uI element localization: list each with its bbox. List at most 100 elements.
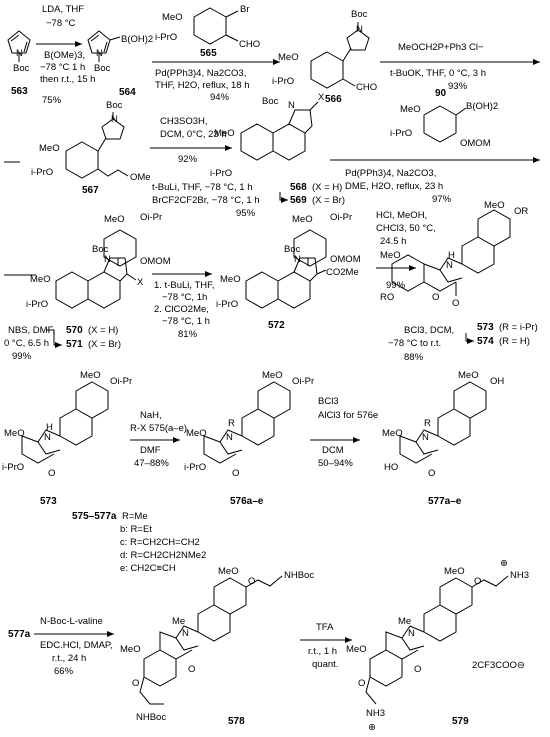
conditions-step-9: HCl, MeOH, CHCl3, 50 °C, 24.5 h 99% <box>376 210 436 291</box>
svg-text:−78 °C to r.t.: −78 °C to r.t. <box>388 338 441 349</box>
svg-text:N: N <box>356 24 363 35</box>
svg-text:i-PrO: i-PrO <box>2 462 24 473</box>
svg-text:97%: 97% <box>432 194 452 205</box>
svg-text:−78 °C 1 h: −78 °C 1 h <box>40 62 85 73</box>
svg-text:(X = Br): (X = Br) <box>88 339 121 350</box>
svg-text:Boc: Boc <box>262 96 279 107</box>
svg-text:MeO: MeO <box>4 428 25 439</box>
svg-text:⊕: ⊕ <box>500 558 508 569</box>
svg-text:2. ClCO2Me,: 2. ClCO2Me, <box>154 304 209 315</box>
svg-text:TFA: TFA <box>316 622 334 633</box>
svg-text:Boc: Boc <box>94 63 111 74</box>
svg-text:i-PrO: i-PrO <box>184 462 206 473</box>
svg-text:MeO: MeO <box>162 12 183 23</box>
svg-text:(X = H): (X = H) <box>88 325 118 336</box>
svg-text:OMOM: OMOM <box>460 138 491 149</box>
conditions-step-10: BCl3, DCM, −78 °C to r.t. 88% <box>388 325 454 363</box>
svg-text:BrCF2CF2Br, −78 °C, 1 h: BrCF2CF2Br, −78 °C, 1 h <box>152 195 260 206</box>
svg-text:c: R=CH2CH=CH2: c: R=CH2CH=CH2 <box>120 537 200 548</box>
svg-text:NBS, DMF,: NBS, DMF, <box>8 325 55 336</box>
svg-text:NHBoc: NHBoc <box>136 712 166 723</box>
svg-text:(R = H): (R = H) <box>499 336 530 347</box>
svg-text:Boc: Boc <box>106 100 123 111</box>
svg-text:MeO: MeO <box>80 370 101 381</box>
compound-573-structure: H N MeO OR MeO RO O O <box>380 200 528 309</box>
svg-text:i-PrO: i-PrO <box>272 76 294 87</box>
conditions-step-13: N-Boc-L-valine EDC.HCl, DMAP, r.t., 24 h… <box>40 616 113 677</box>
svg-text:MeO: MeO <box>458 370 479 381</box>
svg-text:N: N <box>422 432 429 443</box>
svg-text:OR: OR <box>514 206 528 217</box>
conditions-step-6: Pd(PPh3)4, Na2CO3, DME, H2O, reflux, 23 … <box>345 168 452 205</box>
svg-text:(X = H): (X = H) <box>312 182 342 193</box>
svg-text:92%: 92% <box>178 154 198 165</box>
svg-text:Br: Br <box>240 4 250 15</box>
svg-text:i-PrO: i-PrO <box>31 167 53 178</box>
svg-text:Oi-Pr: Oi-Pr <box>292 376 314 387</box>
svg-text:THF, H2O, reflux, 18 h: THF, H2O, reflux, 18 h <box>155 80 250 91</box>
compound-576: 576a–e <box>230 496 264 507</box>
svg-text:CHCl3, 50 °C,: CHCl3, 50 °C, <box>376 223 436 234</box>
svg-text:Oi-Pr: Oi-Pr <box>330 212 352 223</box>
svg-text:MeO: MeO <box>104 214 125 225</box>
svg-text:i-PrO: i-PrO <box>390 128 412 139</box>
svg-text:O: O <box>248 576 255 587</box>
compound-569: 569 <box>290 195 307 206</box>
compound-578-structure: Me N MeO O NHBoc MeO O NHBoc O <box>120 566 314 723</box>
svg-text:CHO: CHO <box>356 82 377 93</box>
arrow-step-10 <box>465 333 474 344</box>
svg-text:Me: Me <box>398 616 411 627</box>
svg-text:MeO: MeO <box>380 250 401 261</box>
svg-text:94%: 94% <box>210 92 230 103</box>
svg-text:MeO: MeO <box>186 428 207 439</box>
svg-text:R: R <box>228 418 235 429</box>
compound-564: 564 <box>119 87 136 98</box>
svg-text:NHBoc: NHBoc <box>284 570 314 581</box>
svg-text:(X = Br): (X = Br) <box>312 195 345 206</box>
svg-text:N: N <box>111 114 118 125</box>
svg-text:CHO: CHO <box>239 39 260 50</box>
compound-578: 578 <box>228 716 245 727</box>
compound-573b: 573 <box>40 496 57 507</box>
svg-text:1. t-BuLi, THF,: 1. t-BuLi, THF, <box>154 280 215 291</box>
substituent-legend: 575–577a R=Me b: R=Et c: R=CH2CH=CH2 d: … <box>72 511 206 574</box>
compound-573: 573 <box>477 322 494 333</box>
svg-text:r.t., 1 h: r.t., 1 h <box>308 646 337 657</box>
svg-text:AlCl3 for 576e: AlCl3 for 576e <box>318 410 378 421</box>
compound-573b-structure: H N MeO Oi-Pr MeO i-PrO O <box>2 370 132 479</box>
svg-text:−78 °C: −78 °C <box>46 18 76 29</box>
svg-text:DMF: DMF <box>140 445 161 456</box>
svg-text:HCl, MeOH,: HCl, MeOH, <box>376 210 427 221</box>
svg-text:O: O <box>474 576 481 587</box>
compound-563: 563 <box>11 86 28 97</box>
svg-text:MeO: MeO <box>214 128 235 139</box>
conditions-step-2: Pd(PPh3)4, Na2CO3, THF, H2O, reflux, 18 … <box>155 68 250 103</box>
svg-text:BCl3, DCM,: BCl3, DCM, <box>404 325 454 336</box>
svg-text:NH3: NH3 <box>510 570 529 581</box>
svg-text:RO: RO <box>380 292 394 303</box>
svg-text:Boc: Boc <box>92 244 109 255</box>
svg-text:X: X <box>137 277 144 288</box>
conditions-step-14: TFA r.t., 1 h quant. <box>308 622 338 670</box>
compound-90: 90 <box>435 88 447 99</box>
svg-text:Pd(PPh3)4, Na2CO3,: Pd(PPh3)4, Na2CO3, <box>155 68 246 79</box>
svg-text:47–88%: 47–88% <box>134 458 169 469</box>
compound-568-structure: Boc N X MeO i-PrO <box>210 92 325 179</box>
svg-text:H: H <box>448 250 455 261</box>
atom-n: N <box>16 48 23 59</box>
svg-text:Pd(PPh3)4, Na2CO3,: Pd(PPh3)4, Na2CO3, <box>345 168 436 179</box>
compound-579: 579 <box>452 716 469 727</box>
svg-text:OMOM: OMOM <box>330 254 361 265</box>
compound-565-structure: MeO i-PrO Br CHO <box>155 4 260 50</box>
svg-text:99%: 99% <box>386 280 406 291</box>
compound-90-structure: MeO i-PrO B(OH)2 OMOM <box>390 101 498 149</box>
conditions-step-5: t-BuLi, THF, −78 °C, 1 h BrCF2CF2Br, −78… <box>152 182 260 219</box>
compound-570-structure: Boc N X MeO Oi-Pr OMOM MeO i-PrO <box>26 212 171 310</box>
svg-text:MeO: MeO <box>484 200 505 211</box>
svg-text:MeO: MeO <box>220 274 241 285</box>
svg-text:MeO: MeO <box>120 644 141 655</box>
svg-text:575–577a: 575–577a <box>72 511 117 522</box>
svg-text:EDC.HCl, DMAP,: EDC.HCl, DMAP, <box>40 640 113 651</box>
compound-567: 567 <box>82 185 99 196</box>
